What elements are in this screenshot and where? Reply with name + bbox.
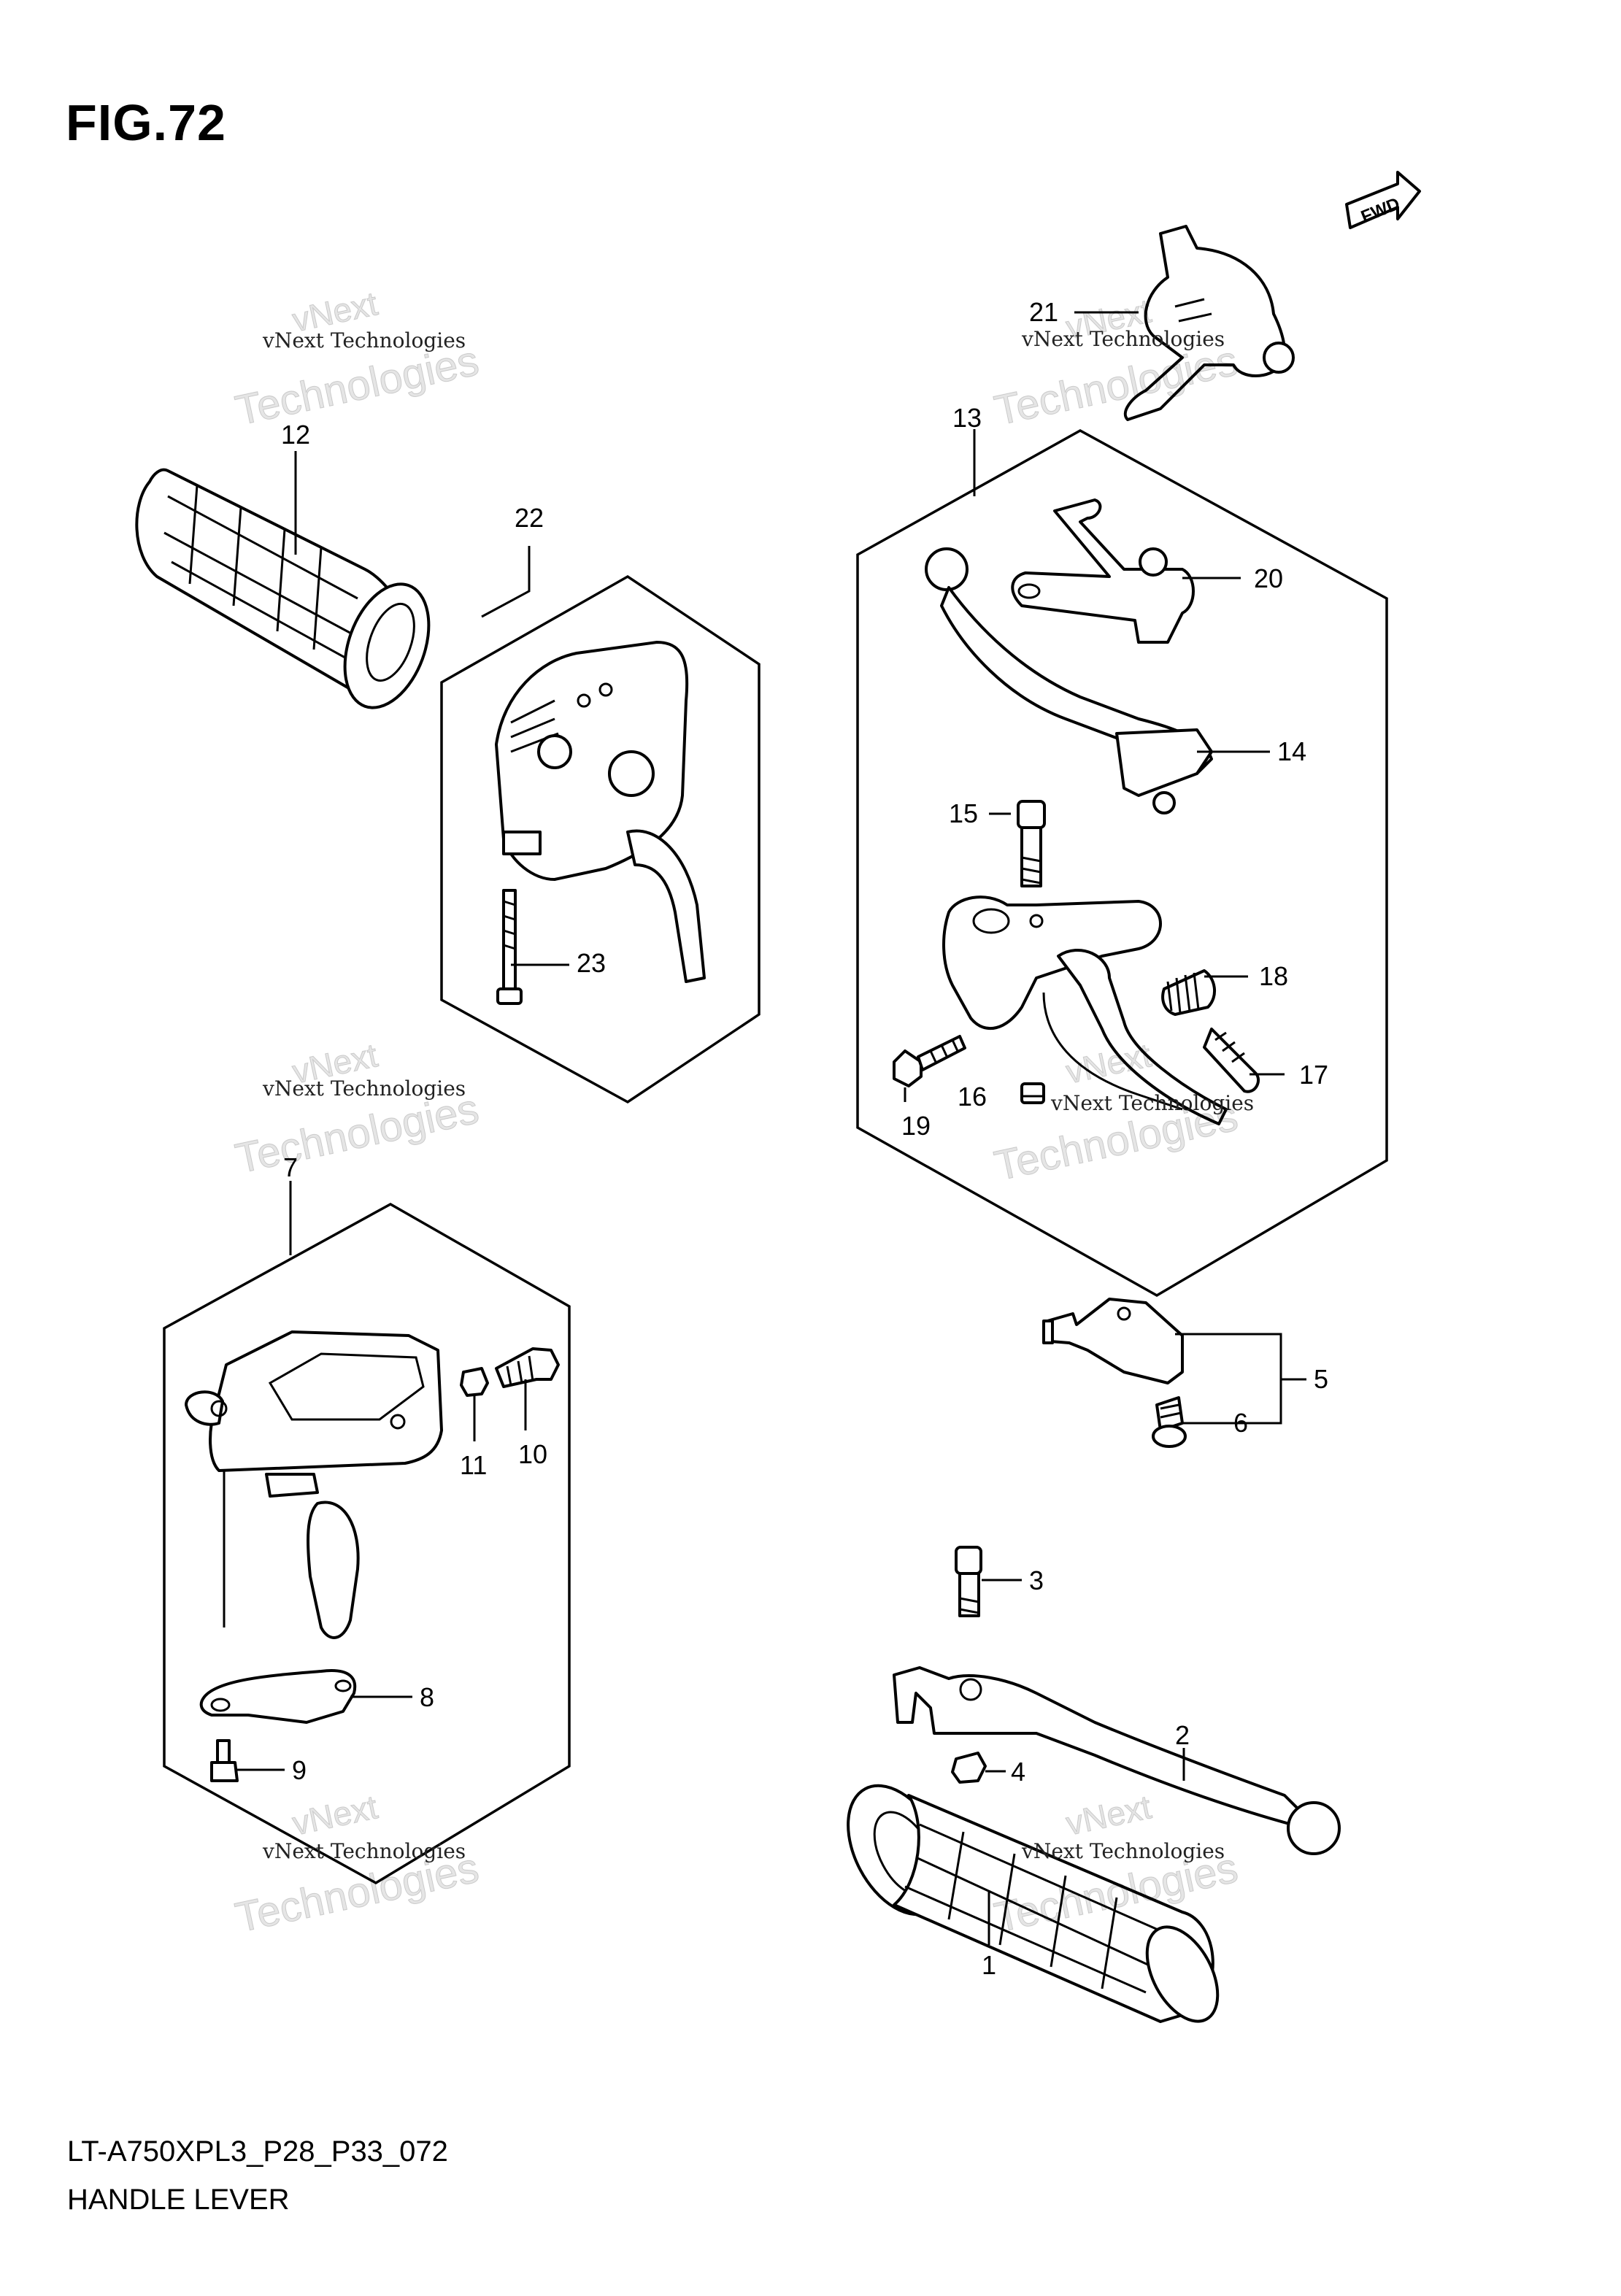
figure-title: FIG.72 [66, 94, 226, 151]
callout-4: 4 [1011, 1757, 1025, 1787]
lever-bracket-part [1011, 498, 1195, 644]
callout-22: 22 [515, 503, 544, 533]
lever-pivot-bolt-part [955, 1546, 982, 1617]
throttle-screw-part [210, 1739, 239, 1782]
throttle-cover-part [199, 1669, 357, 1724]
callout-11: 11 [460, 1450, 487, 1480]
leader-lines [223, 311, 1306, 1945]
switch-assembly-box [440, 574, 761, 1104]
figure-name: HANDLE LEVER [67, 2184, 290, 2216]
callout-12: 12 [281, 420, 310, 450]
callout-15: 15 [949, 798, 978, 828]
callout-1: 1 [982, 1950, 996, 1980]
callout-23: 23 [577, 948, 606, 978]
forward-direction-arrow: FWD [1345, 171, 1421, 229]
model-code: LT-A750XPL3_P28_P33_072 [67, 2135, 448, 2168]
callout-14: 14 [1277, 736, 1306, 766]
callout-13: 13 [952, 403, 982, 433]
callout-5: 5 [1314, 1364, 1328, 1394]
clamp-nut-part [1020, 1082, 1045, 1104]
master-cylinder-part [942, 895, 1228, 1125]
master-cylinder-assembly-box [856, 429, 1388, 1298]
callout-10: 10 [518, 1439, 547, 1469]
throttle-nut-part [460, 1367, 489, 1397]
throttle-bolt-part [495, 1347, 560, 1388]
brake-lever-part [925, 547, 1213, 814]
callout-7: 7 [283, 1152, 298, 1182]
brake-switch-screw-6-part [1152, 1396, 1187, 1448]
right-grip-part [847, 1784, 1220, 2023]
clamp-bolt-part [893, 1035, 966, 1087]
callout-17: 17 [1299, 1060, 1328, 1090]
parking-lever-part [893, 1666, 1341, 1855]
callout-9: 9 [292, 1755, 307, 1785]
brake-switch-screw-part [1203, 1028, 1260, 1093]
callout-6: 6 [1233, 1408, 1248, 1438]
callout-18: 18 [1259, 961, 1288, 991]
handlebar-switch-part [495, 641, 706, 983]
lever-cover-part [1123, 225, 1295, 421]
callout-8: 8 [420, 1682, 434, 1712]
switch-screw-part [496, 889, 523, 1005]
pivot-bolt-part [1017, 800, 1046, 887]
left-grip-part [135, 468, 431, 709]
callout-labels: 12 22 23 13 21 20 14 15 18 17 16 19 5 6 … [281, 297, 1328, 1980]
throttle-housing-part [185, 1330, 443, 1639]
throttle-assembly-box [163, 1202, 571, 1885]
callout-3: 3 [1029, 1565, 1044, 1595]
callout-16: 16 [958, 1082, 987, 1112]
callout-2: 2 [1175, 1720, 1190, 1750]
brake-light-switch-part [1042, 1298, 1184, 1384]
lever-nut-part [951, 1752, 987, 1784]
callout-20: 20 [1254, 563, 1283, 593]
callout-21: 21 [1029, 297, 1058, 327]
callout-19: 19 [901, 1111, 931, 1141]
